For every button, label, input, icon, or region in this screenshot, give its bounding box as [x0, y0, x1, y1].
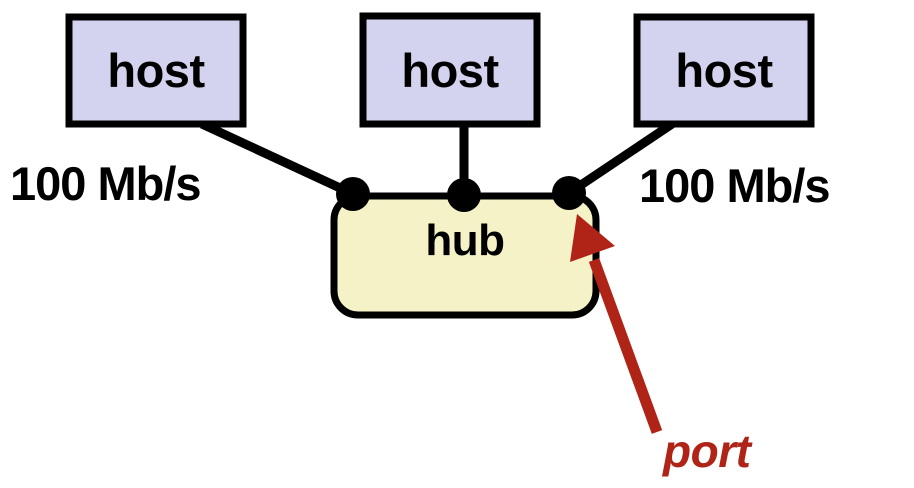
port-annotation-label: port — [663, 425, 751, 477]
link-host3-hub — [566, 120, 675, 197]
port-arrow-head — [570, 214, 615, 262]
bandwidth-label-left: 100 Mb/s — [10, 157, 202, 210]
bandwidth-label-right: 100 Mb/s — [639, 159, 831, 212]
port-dot-right[interactable] — [552, 176, 586, 210]
host-box-1[interactable] — [65, 13, 247, 128]
port-dot-left[interactable] — [336, 177, 370, 211]
port-dot-middle[interactable] — [447, 178, 481, 212]
host-box-3[interactable] — [633, 13, 815, 128]
link-host1-hub — [200, 119, 355, 199]
host-box-2[interactable] — [359, 12, 541, 128]
port-annotation-arrow — [570, 214, 663, 434]
port-arrow-shaft — [588, 258, 663, 434]
hub-shape[interactable] — [330, 192, 600, 319]
